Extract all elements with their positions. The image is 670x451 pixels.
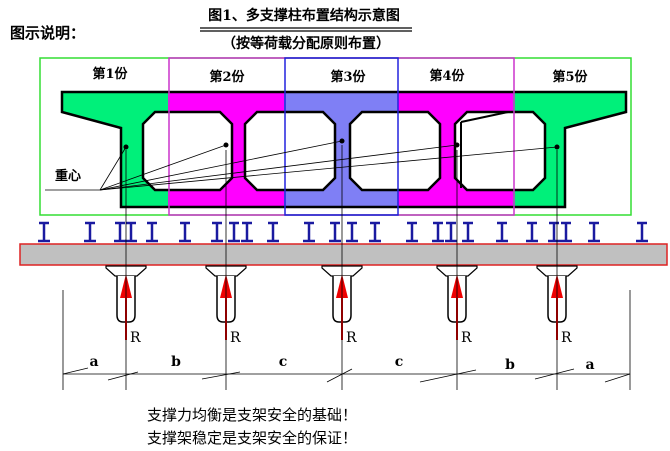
i-beam <box>588 221 600 243</box>
span-label: a <box>89 354 98 370</box>
span-label: c <box>279 354 288 370</box>
i-beam <box>406 221 418 243</box>
legend-label: 图示说明： <box>10 24 85 42</box>
i-beam <box>346 221 358 243</box>
centroid-dot <box>339 138 345 144</box>
part-label: 第2份 <box>209 69 245 85</box>
part-label: 第1份 <box>92 66 128 82</box>
i-beam <box>146 221 158 243</box>
i-beam <box>267 221 279 243</box>
box-girder-outline <box>60 90 628 209</box>
i-beam <box>241 221 253 243</box>
i-beam <box>526 221 538 243</box>
i-beam <box>114 221 126 243</box>
reaction-label: R <box>230 330 241 346</box>
dimension-lines <box>62 145 631 390</box>
span-label: a <box>585 357 594 373</box>
i-beam <box>329 221 341 243</box>
void-3 <box>348 110 442 192</box>
reaction-label: R <box>561 330 572 346</box>
i-beam <box>560 221 572 243</box>
i-beam <box>445 221 457 243</box>
diagram-subtitle: （按等荷载分配原则布置） <box>222 35 390 52</box>
i-beam-row <box>38 221 648 243</box>
frame-center <box>284 57 399 216</box>
centroid-label: 重心 <box>55 168 81 184</box>
i-beam <box>303 221 315 243</box>
span-label: b <box>171 354 181 370</box>
span-labels: a b c c b a <box>89 354 594 373</box>
distribution-slab <box>19 243 668 266</box>
centroid-leaders <box>45 140 558 191</box>
centroid-dot <box>123 144 129 150</box>
diagram-title: 图1、多支撑柱布置结构示意图 <box>208 7 400 24</box>
void-2 <box>243 110 337 192</box>
i-beam <box>38 221 50 243</box>
i-beam <box>228 221 240 243</box>
centroid-dot <box>454 142 460 148</box>
void-4-inner-line <box>460 111 509 123</box>
i-beam <box>432 221 444 243</box>
note-line-1: 支撑力均衡是支架安全的基础！ <box>147 406 357 424</box>
part-label: 第4份 <box>429 68 465 84</box>
void-4 <box>453 110 547 192</box>
centroid-points <box>123 138 560 150</box>
part-label: 第5份 <box>552 69 588 85</box>
void-1 <box>141 110 234 192</box>
reaction-label: R <box>346 330 357 346</box>
reaction-label: R <box>461 330 472 346</box>
i-beam <box>636 221 648 243</box>
centroid-dot <box>554 144 560 150</box>
span-label: c <box>395 354 404 370</box>
part-labels: 第1份 第2份 第3份 第4份 第5份 <box>92 66 588 85</box>
i-beam <box>462 221 474 243</box>
i-beam <box>84 221 96 243</box>
support-column: R <box>321 265 363 346</box>
reaction-label: R <box>130 330 141 346</box>
i-beam <box>125 221 137 243</box>
centroid-dot <box>223 142 229 148</box>
i-beam <box>369 221 381 243</box>
girder-voids <box>141 110 547 192</box>
note-line-2: 支撑架稳定是支架安全的保证！ <box>147 429 357 447</box>
i-beam <box>211 221 223 243</box>
span-label: b <box>505 357 515 373</box>
i-beam <box>496 221 508 243</box>
i-beam <box>179 221 191 243</box>
i-beam <box>548 221 560 243</box>
part-label: 第3份 <box>330 69 366 85</box>
